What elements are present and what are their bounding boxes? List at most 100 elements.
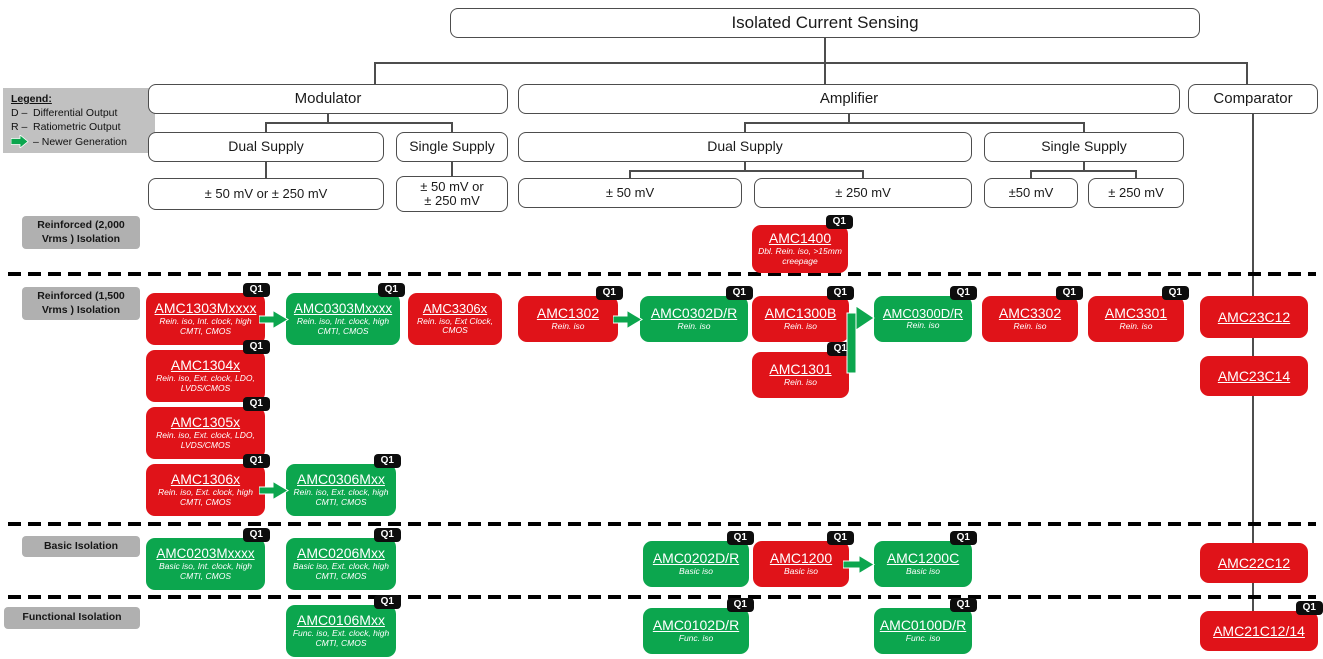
newer-generation-arrow-icon: [11, 135, 29, 149]
amplifier-single-supply[interactable]: Single Supply: [984, 132, 1184, 162]
amplifier-single-range-50: ±50 mV: [984, 178, 1078, 208]
product-name[interactable]: AMC0306Mxx: [297, 471, 385, 488]
connector-amp-child-drop: [848, 114, 850, 122]
connector-amp-dual-50-drop: [629, 170, 631, 178]
connector-amp-single-range-drop: [1083, 162, 1085, 170]
product-name[interactable]: AMC0302D/R: [650, 305, 738, 322]
product-name[interactable]: AMC23C12: [1217, 308, 1291, 325]
product-name[interactable]: AMC0100D/R: [879, 617, 967, 634]
amplifier-dual-supply[interactable]: Dual Supply: [518, 132, 972, 162]
modulator-dual-supply[interactable]: Dual Supply: [148, 132, 384, 162]
newer-generation-elbow-arrow: [846, 305, 875, 374]
q1-badge: Q1: [242, 397, 270, 411]
branch-amplifier[interactable]: Amplifier: [518, 84, 1180, 114]
product-name[interactable]: AMC1301: [769, 361, 832, 378]
product-amc0203mxxxx[interactable]: Q1 AMC0203Mxxxx Basic iso, Int. clock, h…: [146, 528, 270, 590]
product-amc0302dr[interactable]: Q1 AMC0302D/R Rein. iso: [640, 286, 753, 342]
legend: Legend: D –Differential Output R –Ratiom…: [3, 88, 155, 153]
product-name[interactable]: AMC1304x: [170, 357, 241, 374]
legend-r-label: Ratiometric Output: [33, 121, 121, 134]
product-amc23c14[interactable]: AMC23C14: [1200, 356, 1308, 396]
product-amc0102dr[interactable]: Q1 AMC0102D/R Func. iso: [643, 598, 754, 654]
product-amc0206mxx[interactable]: Q1 AMC0206Mxx Basic iso, Ext. clock, hig…: [286, 528, 401, 590]
q1-badge: Q1: [1161, 286, 1189, 300]
modulator-single-supply[interactable]: Single Supply: [396, 132, 508, 162]
connector-amp-single-drop: [1083, 122, 1085, 132]
q1-badge: Q1: [242, 340, 270, 354]
product-amc0100dr[interactable]: Q1 AMC0100D/R Func. iso: [874, 598, 977, 654]
modulator-single-range-line1: ± 50 mV or: [420, 178, 484, 194]
product-name[interactable]: AMC3302: [998, 305, 1062, 322]
product-name[interactable]: AMC1300B: [764, 305, 837, 322]
product-amc21c1214[interactable]: Q1 AMC21C12/14: [1200, 601, 1323, 651]
product-name[interactable]: AMC0300D/R: [882, 305, 964, 321]
product-amc3302[interactable]: Q1 AMC3302 Rein. iso: [982, 286, 1083, 342]
q1-badge: Q1: [595, 286, 623, 300]
connector-amp-child-span: [745, 122, 1084, 124]
newer-generation-arrow: [259, 480, 289, 501]
connector-amp-dual-250-drop: [862, 170, 864, 178]
separator-basic: [8, 522, 1316, 526]
product-amc1305x[interactable]: Q1 AMC1305x Rein. iso, Ext. clock, LDO, …: [146, 397, 270, 459]
branch-comparator[interactable]: Comparator: [1188, 84, 1318, 114]
product-name[interactable]: AMC1200: [769, 550, 833, 567]
q1-badge: Q1: [826, 531, 854, 545]
product-name[interactable]: AMC22C12: [1217, 554, 1291, 571]
product-name[interactable]: AMC0206Mxx: [297, 545, 385, 562]
modulator-dual-range: ± 50 mV or ± 250 mV: [148, 178, 384, 210]
connector-modulator-drop: [374, 62, 376, 84]
product-amc1300b[interactable]: Q1 AMC1300B Rein. iso: [752, 286, 854, 342]
product-amc0306mxx[interactable]: Q1 AMC0306Mxx Rein. iso, Ext. clock, hig…: [286, 454, 401, 516]
product-name[interactable]: AMC23C14: [1217, 367, 1291, 384]
product-amc1200[interactable]: Q1 AMC1200 Basic iso: [753, 531, 854, 587]
product-amc0303mxxxx[interactable]: Q1 AMC0303Mxxxx Rein. iso, Int. clock, h…: [286, 283, 405, 345]
product-name[interactable]: AMC1400: [768, 230, 832, 247]
product-amc1400[interactable]: Q1 AMC1400 Dbl. Rein. iso, >15mm creepag…: [752, 215, 853, 273]
q1-badge: Q1: [825, 215, 853, 229]
product-name[interactable]: AMC3306x: [422, 300, 488, 316]
product-name[interactable]: AMC0303Mxxxx: [293, 300, 393, 316]
product-subtitle: Rein. iso, Ext. clock, high CMTI, CMOS: [158, 487, 253, 507]
branch-modulator[interactable]: Modulator: [148, 84, 508, 114]
newer-generation-arrow: [613, 309, 643, 330]
product-amc22c12[interactable]: AMC22C12: [1200, 543, 1308, 583]
product-amc3301[interactable]: Q1 AMC3301 Rein. iso: [1088, 286, 1189, 342]
tier-label-reinforced-2000: Reinforced (2,000 Vrms ) Isolation: [22, 216, 140, 249]
product-subtitle: Rein. iso, Int. clock, high CMTI, CMOS: [159, 316, 252, 336]
product-name[interactable]: AMC1303Mxxxx: [154, 300, 257, 317]
product-amc1303mxxxx[interactable]: Q1 AMC1303Mxxxx Rein. iso, Int. clock, h…: [146, 283, 270, 345]
amplifier-single-range-250: ± 250 mV: [1088, 178, 1184, 208]
product-amc0106mxx[interactable]: Q1 AMC0106Mxx Func. iso, Ext. clock, hig…: [286, 595, 401, 657]
product-name[interactable]: AMC0203Mxxxx: [156, 545, 255, 561]
tier-label-line: Reinforced (1,500: [37, 289, 125, 302]
q1-badge: Q1: [373, 528, 401, 542]
product-name[interactable]: AMC1200C: [886, 550, 960, 567]
product-subtitle: Rein. iso, Ext. clock, LDO, LVDS/CMOS: [156, 373, 255, 393]
tier-label-functional: Functional Isolation: [4, 607, 140, 629]
product-amc1304x[interactable]: Q1 AMC1304x Rein. iso, Ext. clock, LDO, …: [146, 340, 270, 402]
product-amc1301[interactable]: Q1 AMC1301 Rein. iso: [752, 342, 854, 398]
product-amc0300dr[interactable]: Q1 AMC0300D/R Rein. iso: [874, 286, 977, 342]
product-amc1306x[interactable]: Q1 AMC1306x Rein. iso, Ext. clock, high …: [146, 454, 270, 516]
product-subtitle: Rein. iso, Ext. clock, high CMTI, CMOS: [293, 487, 389, 507]
product-name[interactable]: AMC1306x: [170, 471, 241, 488]
product-name[interactable]: AMC3301: [1104, 305, 1168, 322]
product-amc1200c[interactable]: Q1 AMC1200C Basic iso: [874, 531, 977, 587]
product-subtitle: Basic iso: [678, 565, 713, 576]
product-name[interactable]: AMC0202D/R: [652, 550, 740, 567]
product-subtitle: Rein. iso: [551, 320, 585, 331]
q1-badge: Q1: [949, 598, 977, 612]
product-name[interactable]: AMC1305x: [170, 414, 241, 431]
product-subtitle: Rein. iso, Ext Clock, CMOS: [416, 315, 494, 336]
product-name[interactable]: AMC21C12/14: [1213, 622, 1305, 639]
product-name[interactable]: AMC1302: [536, 305, 600, 322]
product-amc3306x[interactable]: AMC3306x Rein. iso, Ext Clock, CMOS: [408, 293, 502, 345]
q1-badge: Q1: [726, 598, 754, 612]
connector-comparator-drop: [1246, 62, 1248, 84]
product-amc23c12[interactable]: AMC23C12: [1200, 296, 1308, 338]
product-amc0202dr[interactable]: Q1 AMC0202D/R Basic iso: [643, 531, 754, 587]
product-amc1302[interactable]: Q1 AMC1302 Rein. iso: [518, 286, 623, 342]
product-name[interactable]: AMC0106Mxx: [297, 612, 385, 629]
product-name[interactable]: AMC0102D/R: [652, 617, 740, 634]
